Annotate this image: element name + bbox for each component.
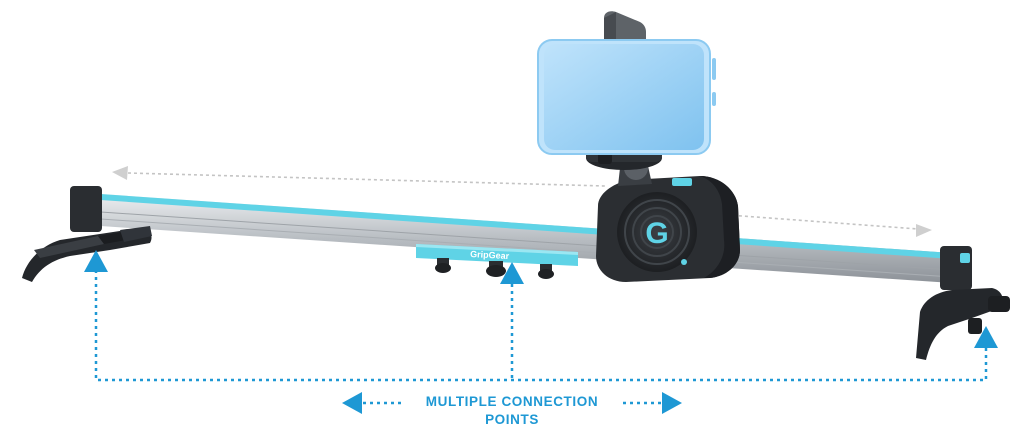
plate-logo-text: GripGear	[470, 249, 510, 261]
carriage-indicator	[672, 178, 692, 186]
travel-right-arrow-icon	[916, 224, 932, 237]
caption-text: MULTIPLE CONNECTION POINTS	[402, 393, 622, 429]
right-connection-arrow-icon	[974, 326, 998, 348]
phone-screen	[544, 44, 704, 150]
connection-arrows	[84, 250, 998, 414]
travel-left-arrow-icon	[112, 166, 128, 180]
slider-rail	[85, 193, 953, 283]
caption-left-arrow-icon	[342, 392, 362, 414]
center-connection-arrow-icon	[500, 262, 524, 284]
travel-indicator	[112, 166, 932, 237]
carriage-logo-icon: G	[645, 217, 668, 250]
right-foot-logo-icon	[960, 253, 970, 263]
caption-right-arrow-icon	[662, 392, 682, 414]
plate-knob	[486, 261, 506, 277]
connection-lines	[94, 270, 988, 405]
slider-carriage: G	[596, 176, 740, 282]
phone-holder	[537, 11, 716, 155]
right-end-foot	[916, 246, 1010, 360]
left-end-foot	[22, 186, 152, 282]
carriage-dial	[617, 192, 697, 272]
center-mount-plate: GripGear	[416, 244, 578, 279]
left-connection-arrow-icon	[84, 250, 108, 272]
plate-knob	[435, 258, 451, 273]
right-foot-knob	[988, 296, 1010, 312]
plate-knob	[538, 264, 554, 279]
